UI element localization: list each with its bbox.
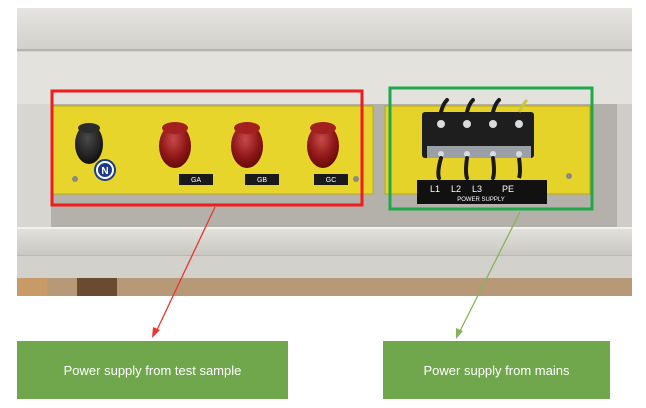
terminal-l1-label: L1 — [430, 184, 440, 194]
mains-callout: Power supply from mains — [383, 341, 610, 399]
terminal-l3-label: L3 — [472, 184, 482, 194]
test-sample-callout-label: Power supply from test sample — [63, 362, 242, 378]
mains-arrowhead — [456, 328, 463, 339]
test-sample-arrowhead — [152, 327, 160, 338]
phase-c-label: GC — [326, 177, 337, 184]
phase-b-label: GB — [257, 177, 267, 184]
neutral-label: N — [101, 166, 108, 177]
terminal-pe-label: PE — [502, 184, 514, 194]
test-sample-callout: Power supply from test sample — [17, 341, 288, 399]
power-supply-plate-label: POWER SUPPLY — [457, 197, 505, 203]
equipment-photo — [17, 8, 632, 296]
mains-callout-label: Power supply from mains — [423, 362, 570, 378]
test-sample-arrow — [155, 206, 216, 333]
terminal-l2-label: L2 — [451, 184, 461, 194]
mains-highlight-box — [388, 86, 594, 211]
mains-arrow — [458, 211, 521, 334]
test-sample-highlight-box — [50, 89, 364, 207]
phase-a-label: GA — [191, 177, 201, 184]
